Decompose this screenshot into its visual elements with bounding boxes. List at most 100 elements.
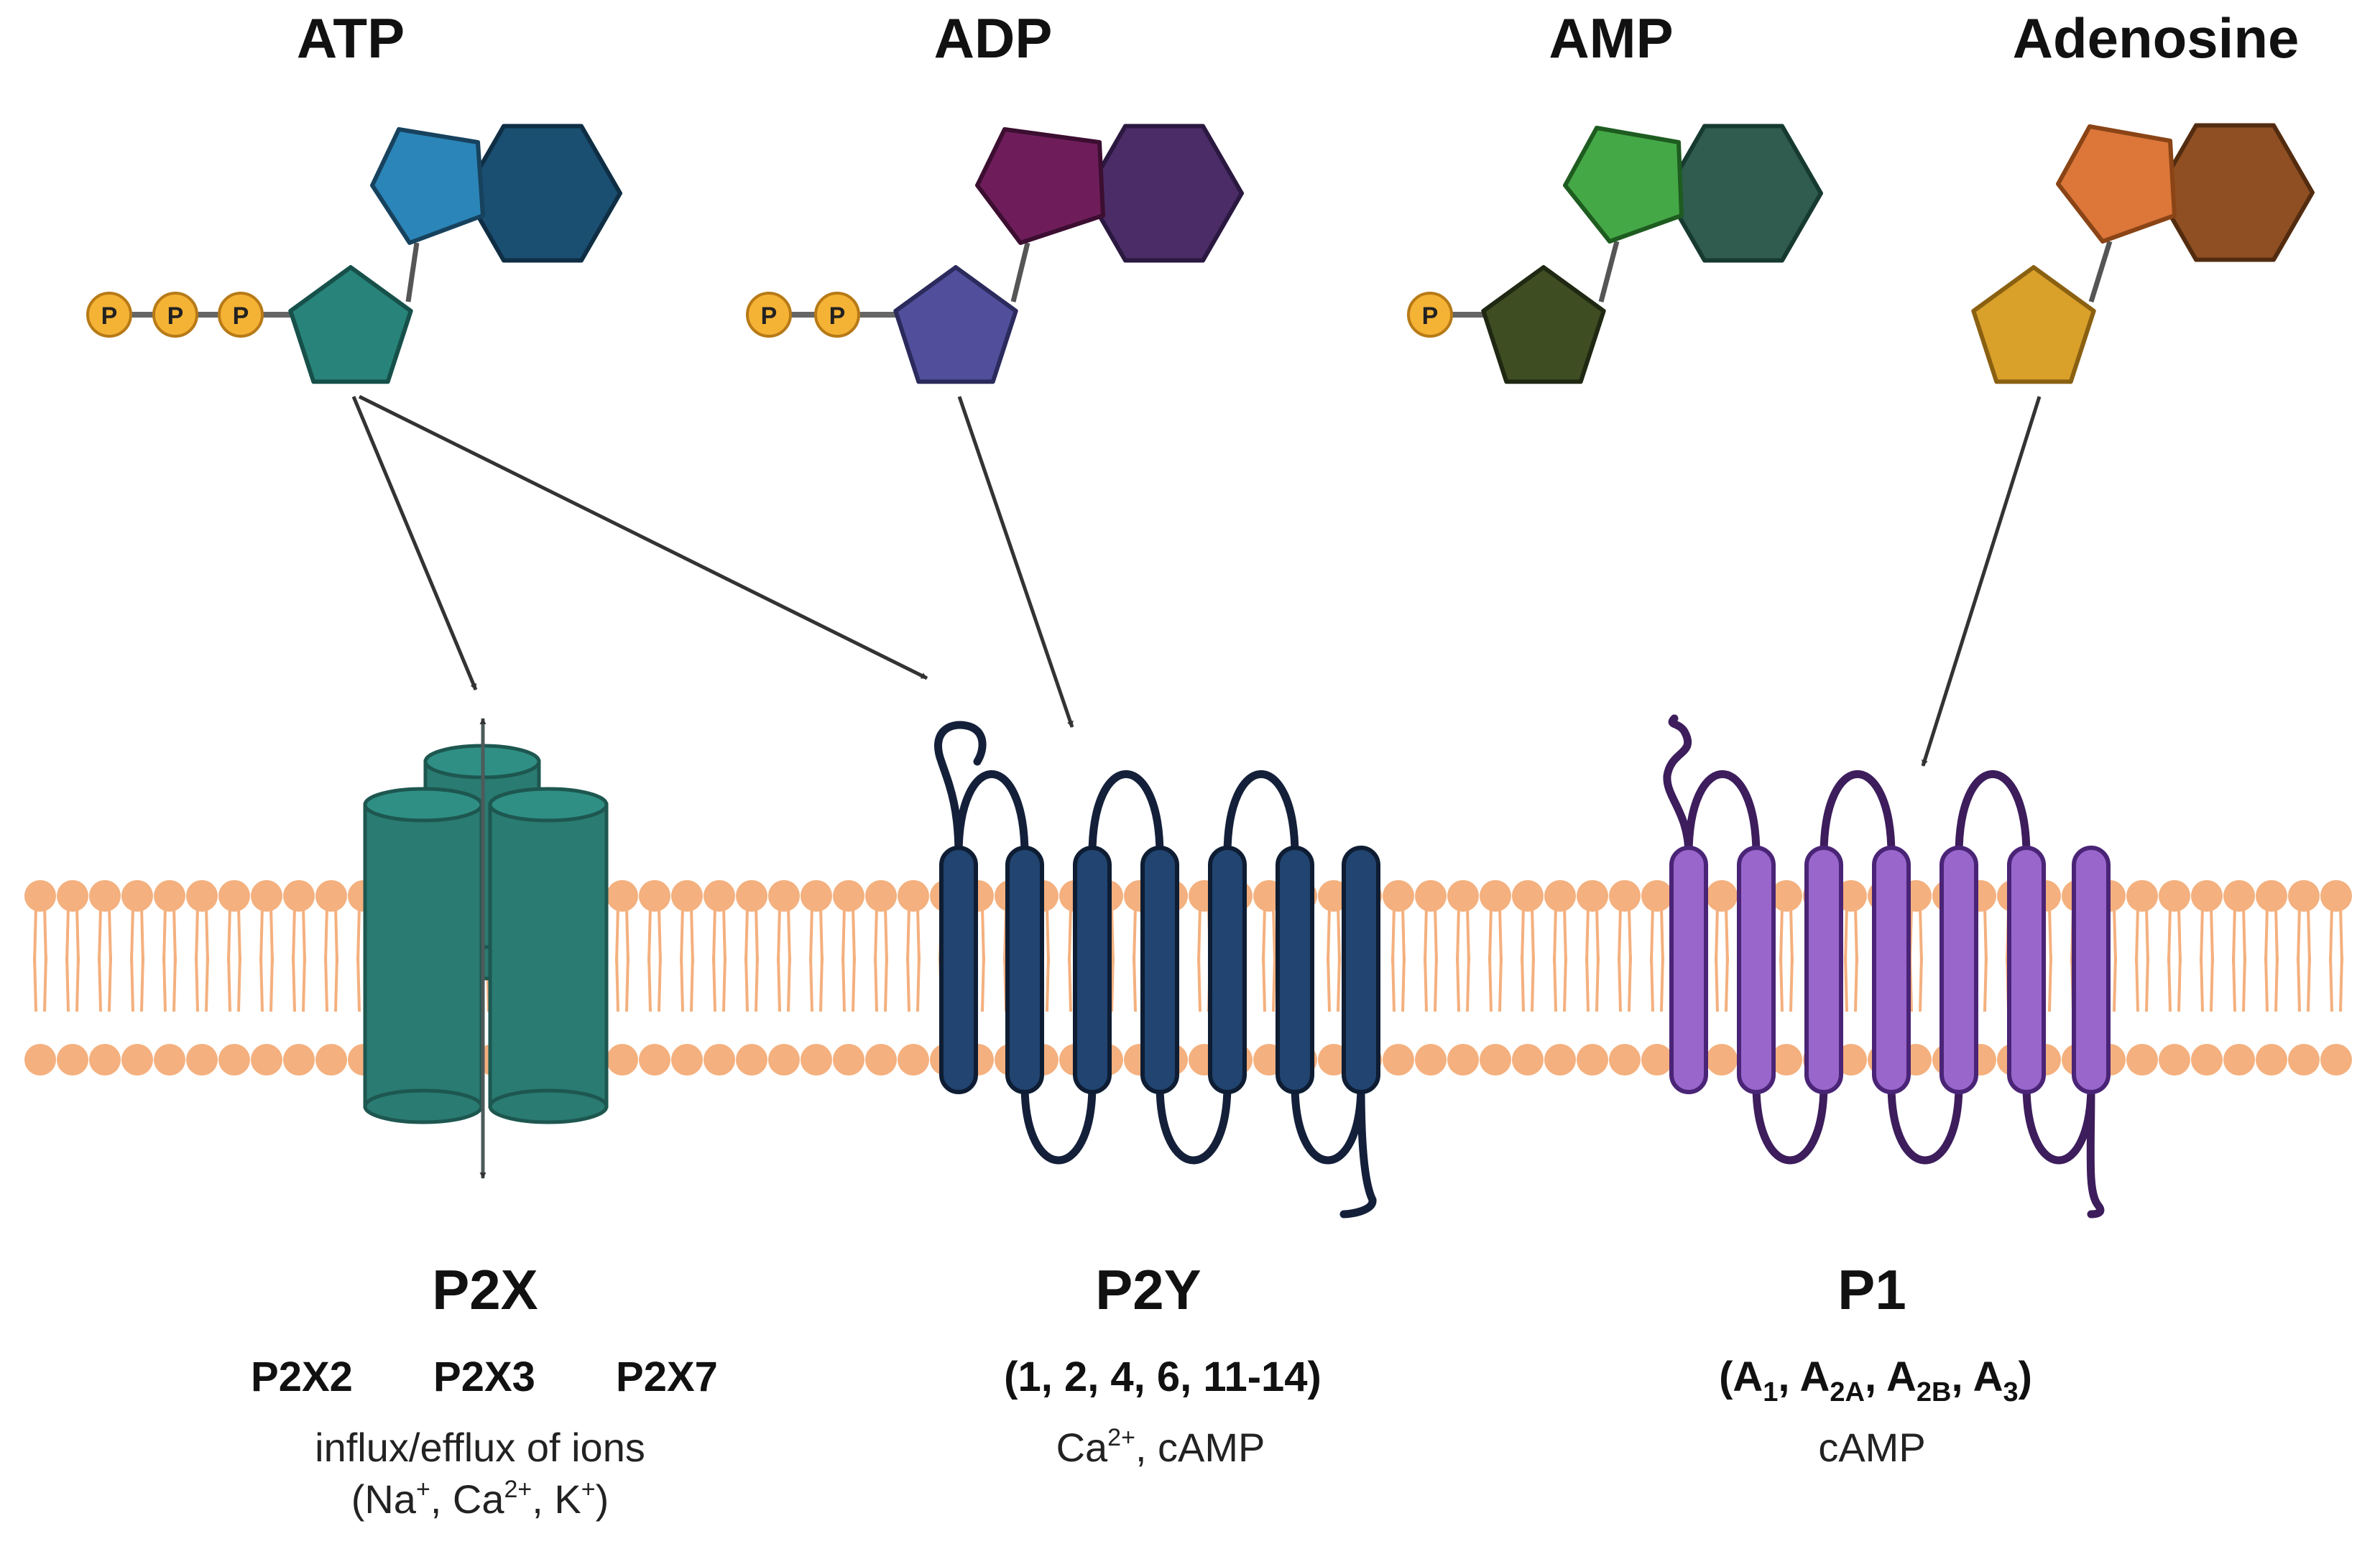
lipid: [833, 880, 864, 1076]
n-terminus: [934, 721, 987, 859]
p2x-effect-line1: influx/efflux of ions: [315, 1425, 645, 1470]
lipid: [1577, 880, 1608, 1076]
n-terminus: [1663, 714, 1693, 859]
phosphate-icon: P: [746, 292, 792, 338]
lipid: [704, 880, 735, 1076]
transmembrane-helix: [1939, 846, 1978, 1094]
lipid: [57, 880, 88, 1076]
gpcr-loops: [1684, 770, 2095, 1165]
lipid: [2126, 880, 2158, 1076]
p2x-subtype-2: P2X3: [433, 1354, 535, 1400]
transmembrane-helix: [1872, 846, 1911, 1094]
p2y-title: P2Y: [1095, 1258, 1201, 1321]
channel-subunit-right: [488, 787, 609, 1124]
lipid: [1641, 880, 1673, 1076]
purine-pentagon-icon: [1563, 126, 1684, 244]
p1-subtypes: (A1, A2A, A2B, A3): [1719, 1354, 2032, 1407]
purine-ring-icon: [1664, 124, 1823, 263]
lipid: [1415, 880, 1447, 1076]
p2y-subtypes: (1, 2, 4, 6, 11-14): [1004, 1354, 1322, 1400]
phosphate-label: P: [829, 302, 846, 330]
c-terminus: [2086, 1081, 2105, 1219]
glycosidic-bond: [1598, 241, 1620, 302]
phosphate-label: P: [761, 302, 778, 330]
lipid: [2191, 880, 2223, 1076]
atp-title: ATP: [297, 6, 405, 70]
receptors: [363, 714, 2111, 1219]
purine-ring-icon: [1084, 124, 1244, 263]
transmembrane-helix: [1669, 846, 1708, 1094]
lipid: [606, 880, 638, 1076]
phosphate-icon: P: [218, 292, 264, 338]
p2x-ion-channel-icon: [363, 718, 609, 1179]
lipid: [2159, 880, 2190, 1076]
lipid: [186, 880, 218, 1076]
lipid: [251, 880, 282, 1076]
lipid: [1706, 880, 1738, 1076]
purine-pentagon-icon: [975, 127, 1105, 245]
atp-to-p2x-arrow: [351, 396, 478, 690]
lipid: [218, 880, 250, 1076]
lipid: [121, 880, 153, 1076]
amp-molecule: P: [1407, 124, 1823, 384]
transmembrane-helix: [1208, 846, 1247, 1094]
channel-subunit-left: [363, 787, 484, 1124]
lipid: [1447, 880, 1479, 1076]
phosphate-label: P: [233, 302, 249, 330]
transmembrane-helix: [939, 846, 978, 1094]
transmembrane-helix: [1804, 846, 1843, 1094]
p1-effect: cAMP: [1818, 1425, 1925, 1470]
lipid: [639, 880, 670, 1076]
transmembrane-helix: [1073, 846, 1112, 1094]
binding-arrows: [351, 394, 2042, 767]
lipid: [736, 880, 767, 1076]
lipid: [2320, 880, 2352, 1076]
p2x-subtype-1: P2X2: [251, 1354, 353, 1400]
lipid: [283, 880, 315, 1076]
p2x-effect-line2: (Na+, Ca2+, K+): [351, 1476, 609, 1522]
purine-pentagon-icon: [370, 127, 485, 245]
lipid: [1609, 880, 1641, 1076]
transmembrane-helix: [2007, 846, 2046, 1094]
atp-to-p2y-arrow: [358, 394, 928, 680]
lipid: [315, 880, 347, 1076]
p2x-subtype-3: P2X7: [616, 1354, 718, 1400]
glycosidic-bond: [2088, 240, 2113, 303]
lipid: [1512, 880, 1544, 1076]
ribose-pentagon-icon: [893, 265, 1018, 384]
lipid: [671, 880, 703, 1076]
p1-title: P1: [1837, 1258, 1906, 1321]
lipid: [865, 880, 897, 1076]
adp-title: ADP: [934, 6, 1053, 70]
p2y-effect: Ca2+, cAMP: [1056, 1424, 1265, 1470]
lipid: [154, 880, 185, 1076]
gpcr-loops: [954, 770, 1365, 1165]
purine-ring-icon: [2155, 123, 2315, 262]
phosphate-label: P: [167, 302, 184, 330]
transmembrane-helix: [2072, 846, 2111, 1094]
transmembrane-helix: [1005, 846, 1044, 1094]
ribose-pentagon-icon: [1971, 265, 2096, 384]
glycosidic-bond: [1010, 242, 1030, 302]
ribose-pentagon-icon: [288, 265, 413, 384]
lipid: [1771, 880, 1802, 1076]
purine-pentagon-icon: [2056, 124, 2177, 244]
phosphate-icon: P: [1407, 292, 1453, 338]
purine-ring-icon: [463, 124, 622, 263]
lipid: [1383, 880, 1414, 1076]
lipid: [89, 880, 121, 1076]
amp-title: AMP: [1549, 6, 1673, 70]
lipid: [1544, 880, 1576, 1076]
lipid: [1480, 880, 1511, 1076]
lipid: [2223, 880, 2255, 1076]
phosphate-icon: P: [152, 292, 198, 338]
c-terminus: [1339, 1081, 1377, 1219]
adenosine-to-p1-arrow: [1921, 396, 2042, 767]
adenosine-molecule: [1971, 123, 2315, 384]
transmembrane-helix: [1342, 846, 1380, 1094]
glycosidic-bond: [405, 242, 420, 302]
lipid: [2288, 880, 2320, 1076]
